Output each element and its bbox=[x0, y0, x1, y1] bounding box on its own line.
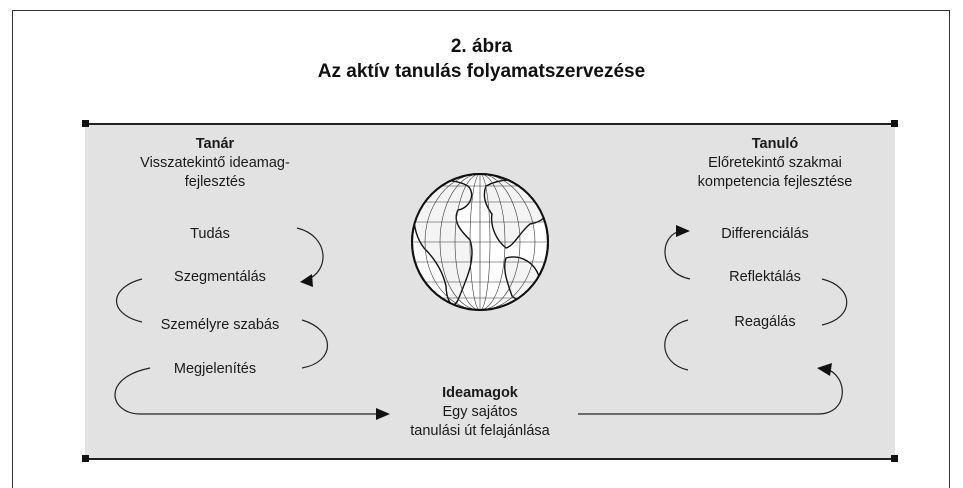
rule-end-cap bbox=[82, 455, 89, 462]
arrow-reflektalas-to-differencialas bbox=[664, 230, 691, 280]
ideamagok-line2: tanulási út felajánlása bbox=[410, 423, 550, 439]
top-rule bbox=[85, 123, 895, 125]
figure-title: Az aktív tanulás folyamatszervezése bbox=[317, 61, 646, 82]
teacher-subtitle-line2: fejlesztés bbox=[184, 174, 246, 190]
step-reflektalas: Reflektálás bbox=[729, 269, 801, 285]
arrowhead bbox=[676, 225, 690, 237]
learner-subtitle-line1: Előretekintő szakmai bbox=[708, 155, 842, 171]
arrow-ideamagok-to-reagalas bbox=[578, 368, 843, 415]
ideamagok-line1: Egy sajátos bbox=[442, 404, 518, 420]
bracket-szemelyre-to-megjelenites bbox=[301, 319, 328, 369]
rule-end-cap bbox=[891, 120, 898, 127]
step-tudas: Tudás bbox=[190, 226, 230, 242]
step-szegmentalas: Szegmentálás bbox=[174, 269, 266, 285]
teacher-subtitle-line1: Visszatekintő ideamag- bbox=[140, 155, 290, 171]
learner-subtitle-line2: kompetencia fejlesztése bbox=[697, 174, 853, 190]
teacher-heading: Tanár bbox=[195, 136, 235, 152]
bottom-rule bbox=[85, 458, 895, 460]
step-differencialas: Differenciálás bbox=[721, 226, 809, 242]
arrow-tudas-to-szegmentalas bbox=[296, 227, 324, 281]
ideamagok-heading: Ideamagok bbox=[442, 385, 518, 401]
step-megjelenites: Megjelenítés bbox=[173, 361, 257, 377]
globe-icon bbox=[411, 173, 549, 311]
step-reagalas: Reagálás bbox=[734, 314, 796, 330]
arrowhead bbox=[817, 363, 832, 376]
bracket-reflektalas-to-differencialas bbox=[821, 278, 848, 326]
arrow-megjelenites-to-ideamagok bbox=[114, 367, 378, 415]
figure-frame bbox=[12, 10, 950, 488]
rule-end-cap bbox=[891, 455, 898, 462]
rule-end-cap bbox=[82, 120, 89, 127]
arrowhead bbox=[300, 274, 313, 287]
figure-number: 2. ábra bbox=[450, 36, 513, 57]
bracket-reagalas-to-reflektalas bbox=[664, 319, 689, 371]
bracket-szegmentalas-to-szemelyre bbox=[115, 278, 143, 323]
step-szemelyre-szabas: Személyre szabás bbox=[160, 317, 280, 333]
learner-heading: Tanuló bbox=[751, 136, 799, 152]
arrowhead bbox=[376, 408, 390, 420]
